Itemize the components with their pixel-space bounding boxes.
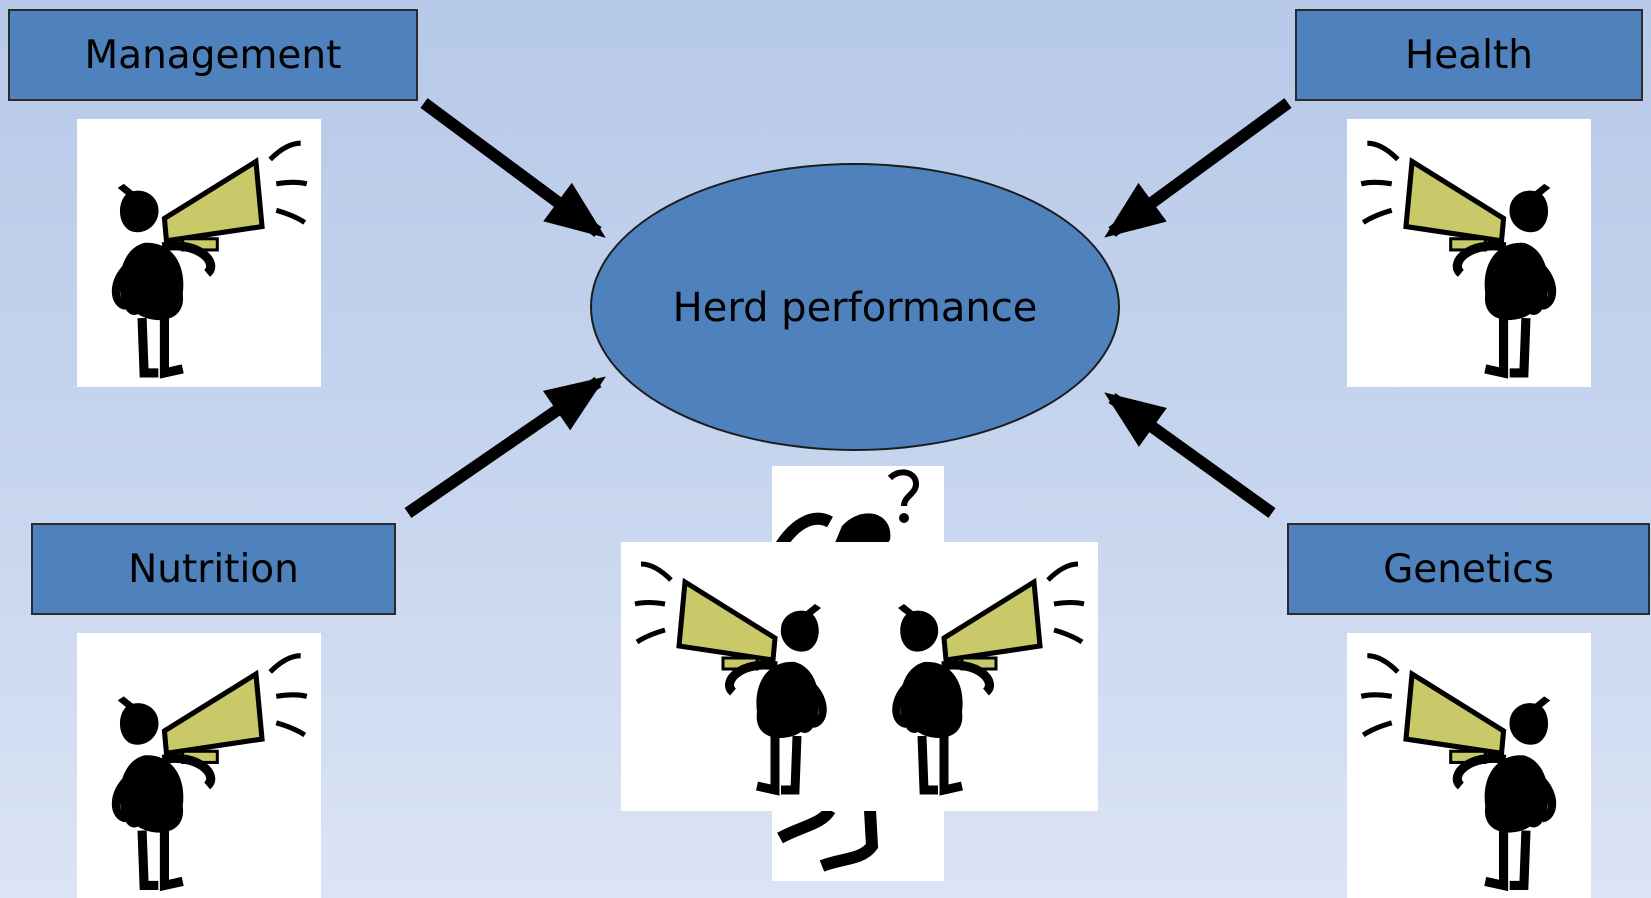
arrow-genetics	[1104, 392, 1276, 518]
megaphone-person-icon	[1347, 633, 1591, 898]
megaphone-person-icon	[892, 561, 1085, 796]
nutrition-box: Nutrition	[31, 523, 396, 615]
speaker-figure	[111, 653, 308, 892]
arguing-figures-icon	[621, 542, 1098, 811]
health-label: Health	[1404, 32, 1534, 78]
megaphone-person-icon	[77, 119, 321, 387]
genetics-box: Genetics	[1287, 523, 1650, 615]
herd-performance-ellipse: Herd performance	[590, 163, 1120, 451]
nutrition-label: Nutrition	[128, 546, 299, 592]
herd-performance-label: Herd performance	[672, 285, 1038, 331]
megaphone-person-icon	[77, 633, 321, 898]
speaker-figure	[1360, 140, 1557, 379]
megaphone-person-icon	[1347, 119, 1591, 387]
megaphone-person-icon	[634, 561, 827, 796]
arrow-health	[1104, 98, 1292, 238]
management-box: Management	[8, 9, 418, 101]
management-label: Management	[84, 32, 342, 78]
arrow-nutrition	[404, 376, 606, 518]
speaker-figure	[111, 140, 308, 379]
speaker-figure	[1360, 653, 1557, 892]
genetics-label: Genetics	[1383, 546, 1554, 592]
arrow-management	[420, 98, 606, 238]
health-box: Health	[1295, 9, 1643, 101]
